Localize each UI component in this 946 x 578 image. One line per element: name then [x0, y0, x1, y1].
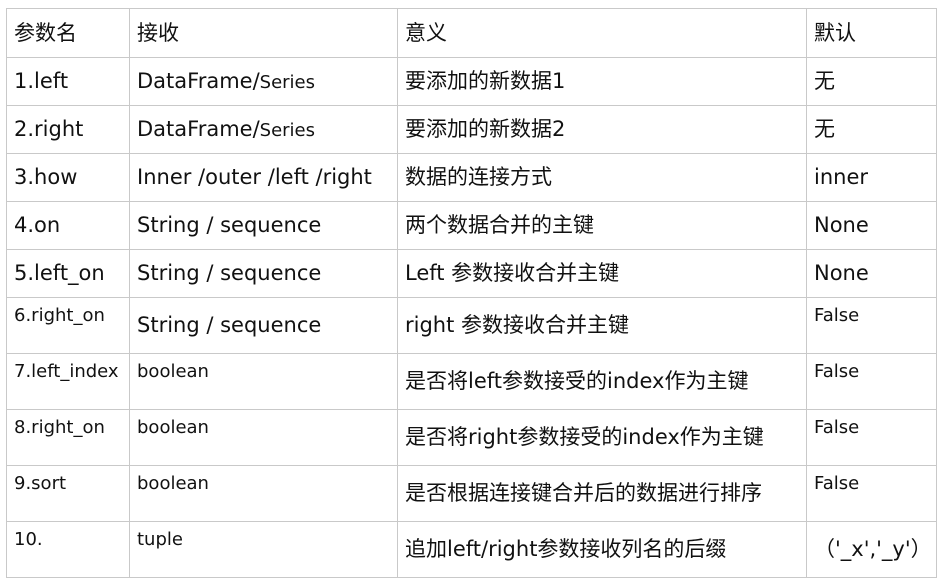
accept-cell: DataFrame/Series [129, 105, 398, 154]
meaning-cell: 是否将left参数接受的index作为主键 [397, 353, 807, 410]
table-row: 8.right_on boolean 是否将right参数接受的index作为主… [6, 409, 937, 466]
default-cell: None [806, 249, 937, 298]
param-cell: 2.right [6, 105, 130, 154]
meaning-cell: 是否根据连接键合并后的数据进行排序 [397, 465, 807, 522]
table-row: 9.sort boolean 是否根据连接键合并后的数据进行排序 False [6, 465, 937, 522]
meaning-cell: 要添加的新数据2 [397, 105, 807, 154]
default-cell: inner [806, 153, 937, 202]
table-row: 3.how Inner /outer /left /right 数据的连接方式 … [6, 153, 937, 202]
table-header-row: 参数名 接收 意义 默认 [6, 8, 937, 58]
param-cell: 9.sort [6, 465, 130, 522]
accept-cell: String / sequence [129, 249, 398, 298]
accept-cell: String / sequence [129, 297, 398, 354]
accept-cell: String / sequence [129, 201, 398, 250]
header-default: 默认 [806, 8, 937, 58]
param-cell: 6.right_on [6, 297, 130, 354]
param-cell: 4.on [6, 201, 130, 250]
param-cell: 8.right_on [6, 409, 130, 466]
default-cell: False [806, 409, 937, 466]
accept-cell: tuple [129, 521, 398, 578]
accept-small-text: Series [259, 72, 316, 94]
accept-cell: Inner /outer /left /right [129, 153, 398, 202]
header-accept: 接收 [129, 8, 398, 58]
header-meaning: 意义 [397, 8, 807, 58]
meaning-cell: 追加left/right参数接收列名的后缀 [397, 521, 807, 578]
param-cell: 5.left_on [6, 249, 130, 298]
default-cell: （'_x','_y'） [806, 521, 937, 578]
accept-cell: boolean [129, 465, 398, 522]
table-row: 4.on String / sequence 两个数据合并的主键 None [6, 201, 937, 250]
accept-cell: DataFrame/Series [129, 57, 398, 106]
default-cell: None [806, 201, 937, 250]
default-cell: False [806, 297, 937, 354]
parameter-table-image: 参数名 接收 意义 默认 1.left DataFrame/Series 要添加… [6, 8, 937, 578]
param-cell: 3.how [6, 153, 130, 202]
meaning-cell: 要添加的新数据1 [397, 57, 807, 106]
param-cell: 7.left_index [6, 353, 130, 410]
accept-cell: boolean [129, 409, 398, 466]
meaning-cell: 是否将right参数接受的index作为主键 [397, 409, 807, 466]
accept-small-text: Series [259, 120, 316, 142]
meaning-cell: Left 参数接收合并主键 [397, 249, 807, 298]
meaning-cell: 数据的连接方式 [397, 153, 807, 202]
meaning-cell: right 参数接收合并主键 [397, 297, 807, 354]
default-cell: False [806, 465, 937, 522]
table-row: 2.right DataFrame/Series 要添加的新数据2 无 [6, 105, 937, 154]
table-row: 6.right_on String / sequence right 参数接收合… [6, 297, 937, 354]
table-row: 1.left DataFrame/Series 要添加的新数据1 无 [6, 57, 937, 106]
header-param-name: 参数名 [6, 8, 130, 58]
table-row: 10. tuple 追加left/right参数接收列名的后缀 （'_x','_… [6, 521, 937, 578]
default-cell: 无 [806, 105, 937, 154]
accept-main-text: DataFrame/ [137, 117, 260, 142]
param-cell: 1.left [6, 57, 130, 106]
default-cell: 无 [806, 57, 937, 106]
accept-cell: boolean [129, 353, 398, 410]
param-cell: 10. [6, 521, 130, 578]
accept-main-text: DataFrame/ [137, 69, 260, 94]
table-row: 5.left_on String / sequence Left 参数接收合并主… [6, 249, 937, 298]
meaning-cell: 两个数据合并的主键 [397, 201, 807, 250]
parameter-table: 参数名 接收 意义 默认 1.left DataFrame/Series 要添加… [6, 8, 937, 578]
default-cell: False [806, 353, 937, 410]
table-row: 7.left_index boolean 是否将left参数接受的index作为… [6, 353, 937, 410]
